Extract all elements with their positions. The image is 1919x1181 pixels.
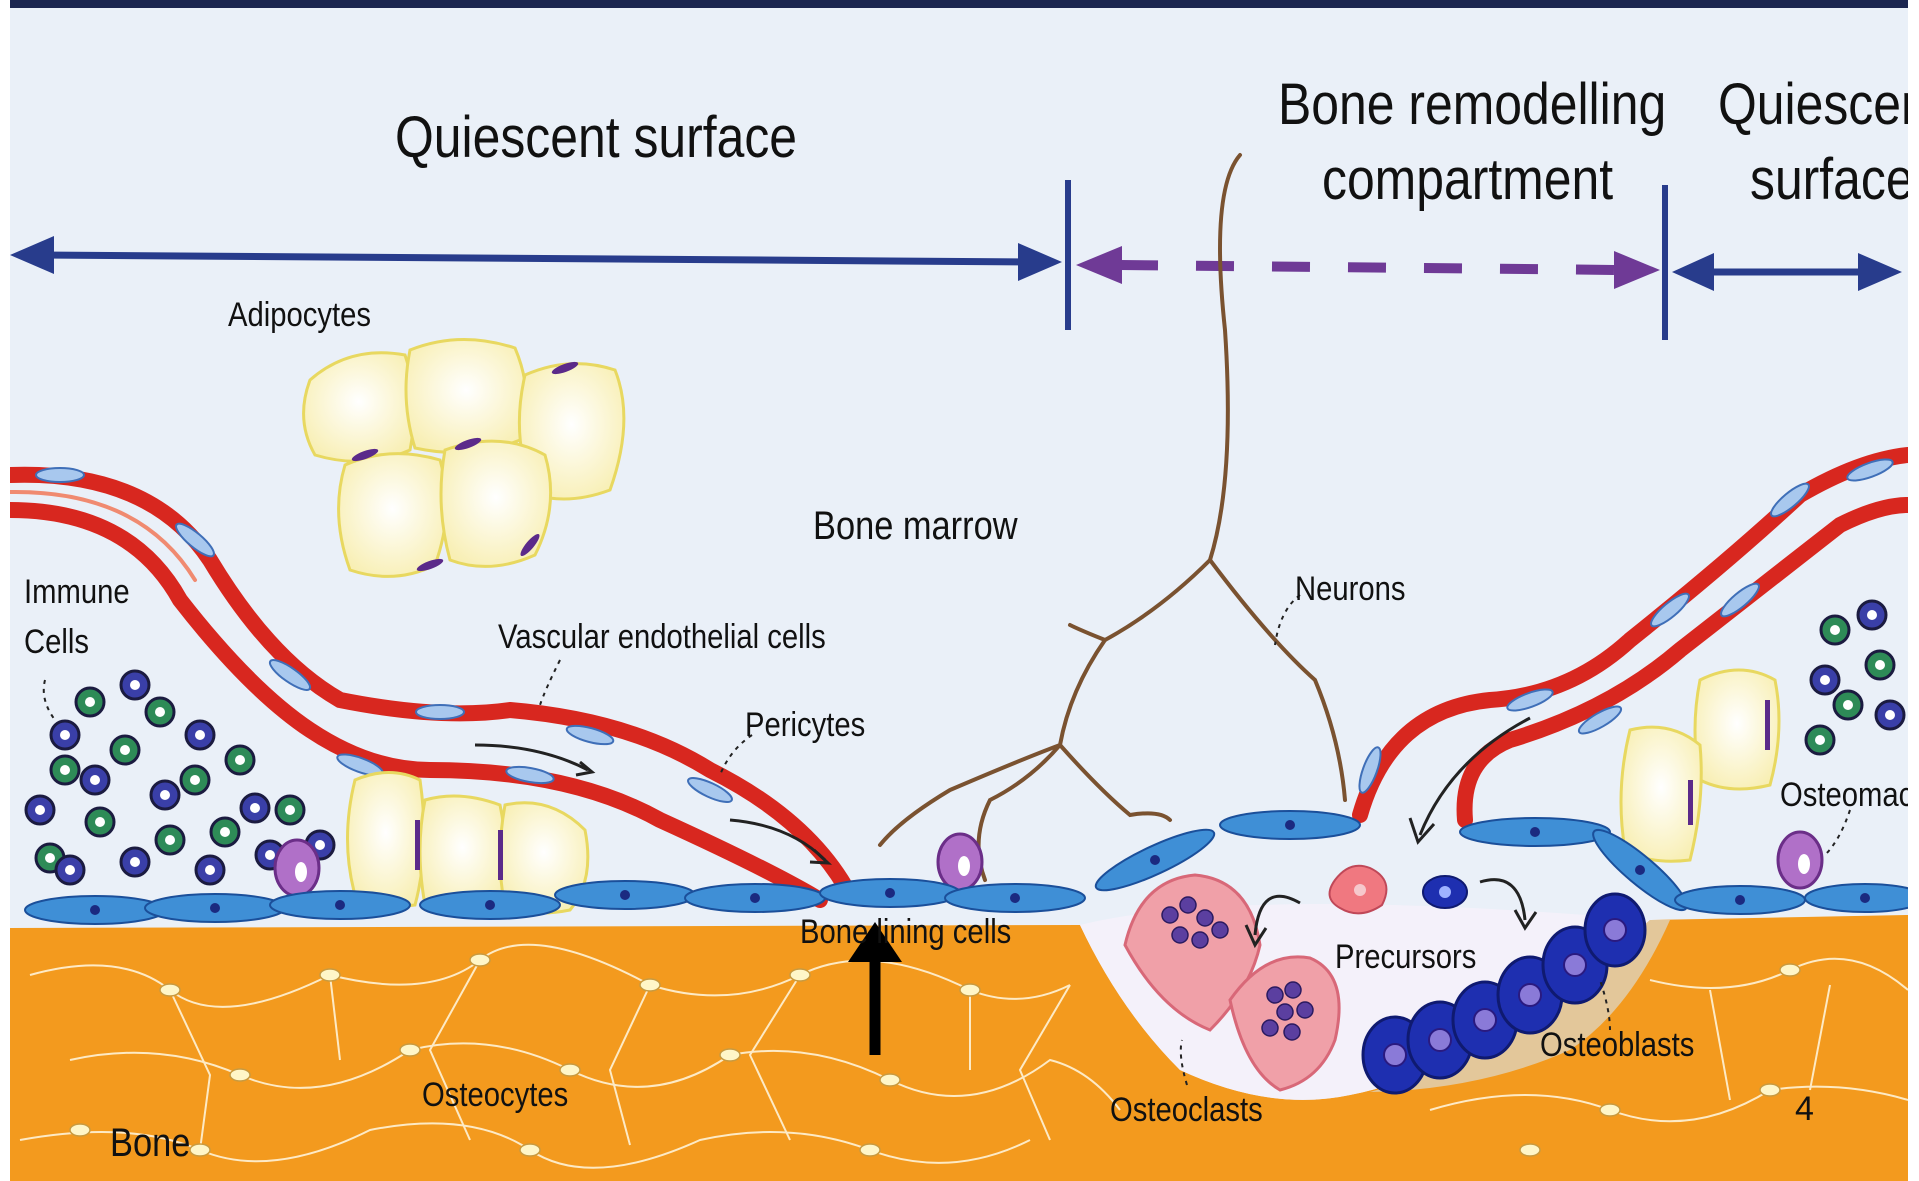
osteocytes-label: Osteocytes bbox=[422, 1078, 568, 1114]
remodelling-label-line1: Bone remodelling bbox=[1278, 75, 1666, 136]
quiescent-right-arrow bbox=[1672, 253, 1902, 291]
slide-frame: Quiescent surface Bone remodelling compa… bbox=[10, 0, 1908, 1181]
bone-remodelling-diagram bbox=[10, 0, 1908, 1181]
neurons-label: Neurons bbox=[1295, 572, 1406, 608]
immune-cells-label-line2: Cells bbox=[24, 625, 89, 661]
bone-label: Bone bbox=[110, 1122, 190, 1164]
osteoblasts-label: Osteoblasts bbox=[1540, 1028, 1694, 1064]
quiescent-right-label-line2: surface bbox=[1750, 150, 1908, 211]
vascular-endothelial-label: Vascular endothelial cells bbox=[498, 620, 826, 656]
bone-marrow-label: Bone marrow bbox=[813, 505, 1018, 547]
quiescent-left-label: Quiescent surface bbox=[395, 108, 797, 169]
immune-cells-label-line1: Immune bbox=[24, 575, 130, 611]
remodelling-label-line2: compartment bbox=[1322, 150, 1613, 211]
pericytes-label: Pericytes bbox=[745, 708, 865, 744]
osteomac-label: Osteomac bbox=[1780, 778, 1908, 814]
adipocytes-label: Adipocytes bbox=[228, 298, 371, 334]
quiescent-right-label-line1: Quiescent bbox=[1718, 75, 1908, 136]
osteoclasts-label: Osteoclasts bbox=[1110, 1093, 1263, 1129]
quiescent-left-arrow bbox=[10, 180, 1068, 330]
adipocytes-marrow-right bbox=[1621, 670, 1779, 861]
adipocyte-cluster bbox=[304, 339, 624, 576]
immune-cells-right bbox=[1806, 601, 1904, 754]
bone-lining-cells-label: Bone lining cells bbox=[800, 915, 1011, 951]
page-number: 4 bbox=[1795, 1090, 1814, 1129]
precursors-label: Precursors bbox=[1335, 940, 1476, 976]
